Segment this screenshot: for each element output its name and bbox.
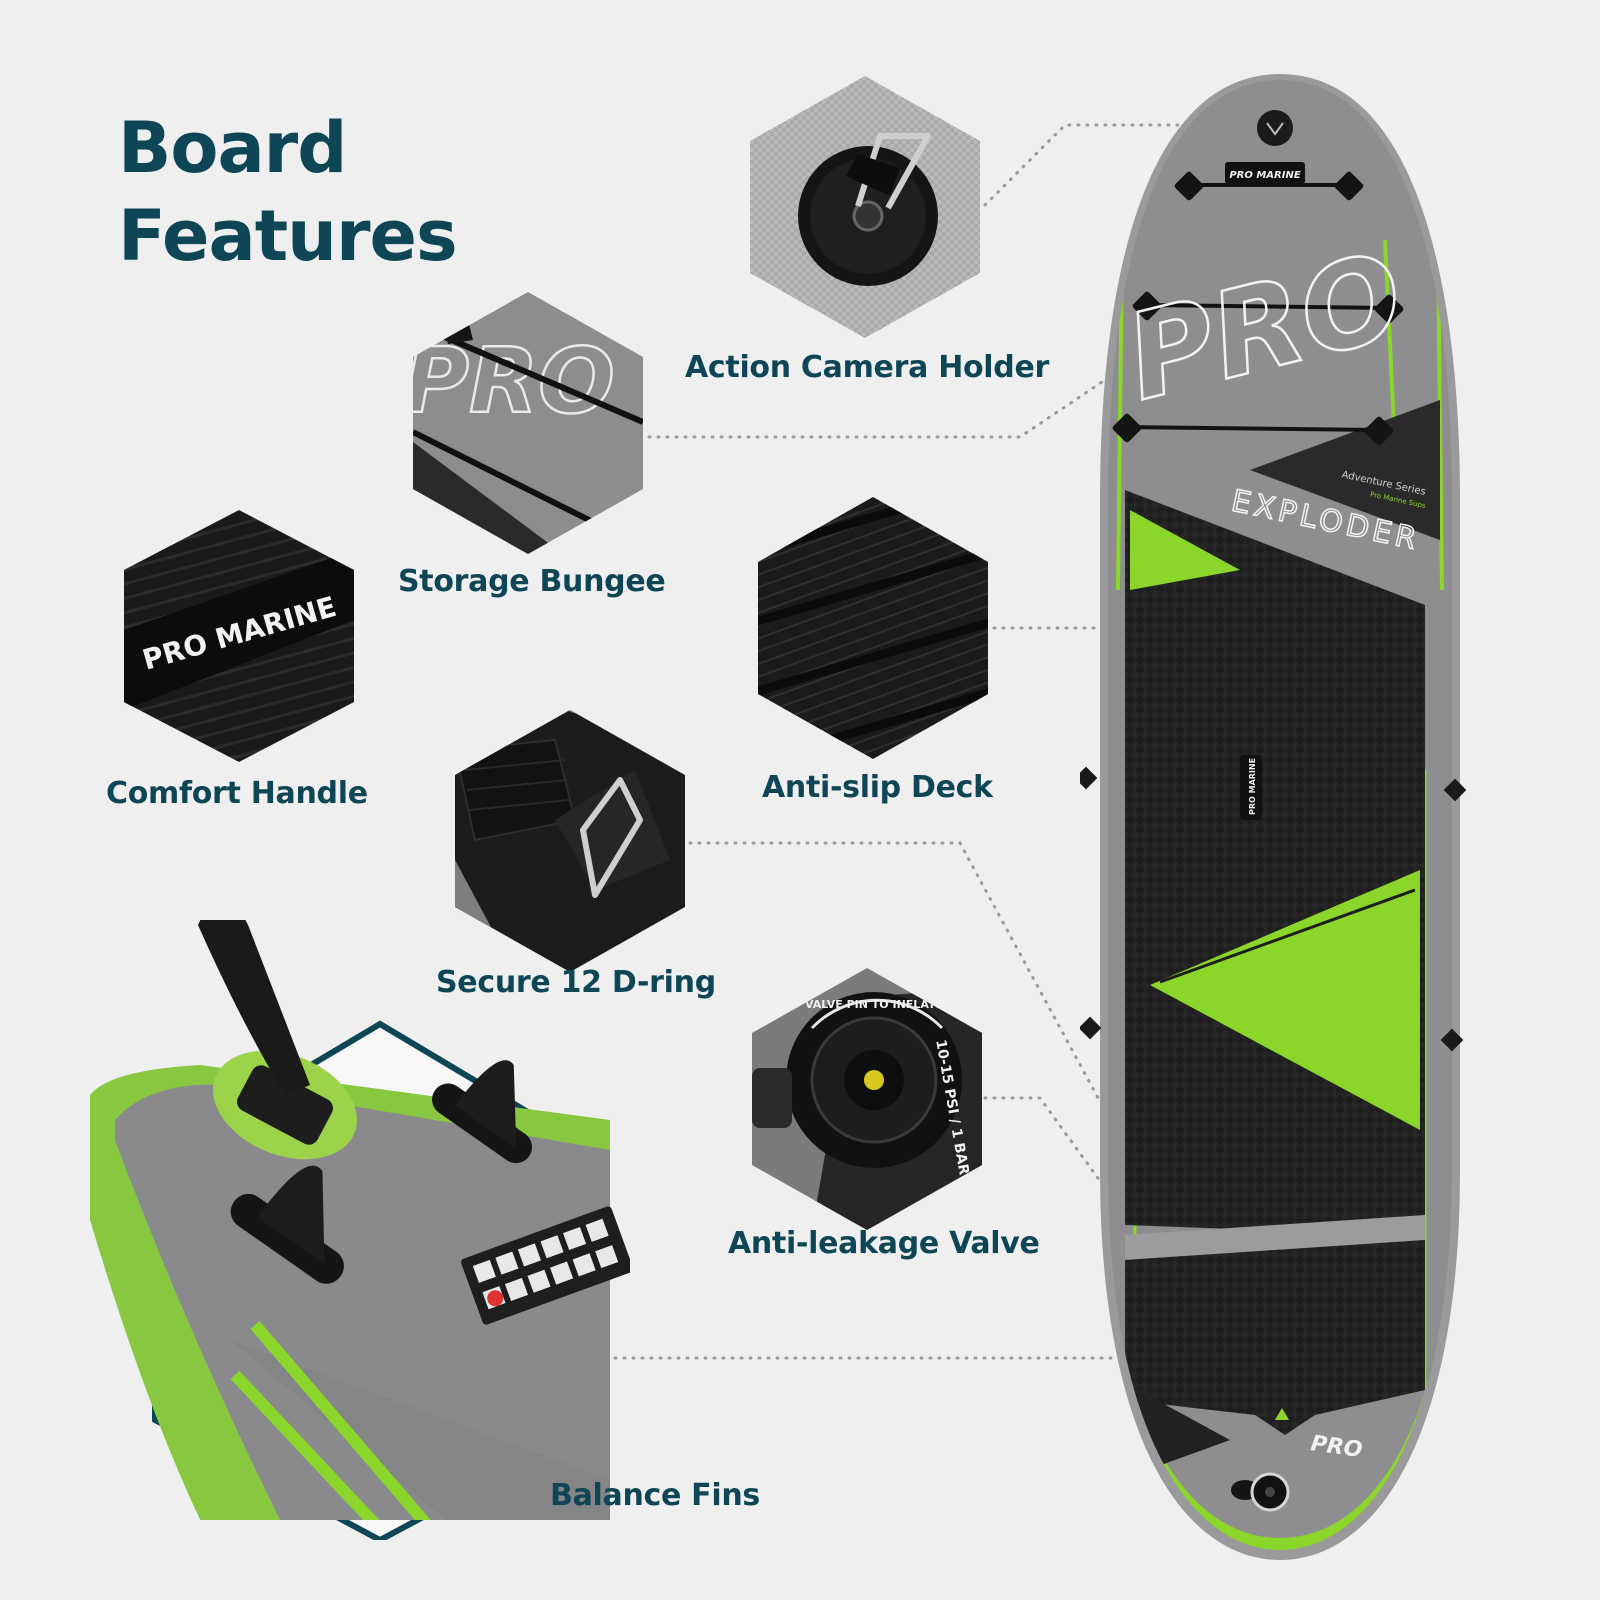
storage-bungee-label: Storage Bungee — [398, 564, 666, 599]
title-line-1: Board — [118, 107, 347, 189]
action-camera-holder-image — [750, 76, 980, 338]
anti-leakage-valve-label: Anti-leakage Valve — [728, 1226, 1040, 1261]
action-camera-holder-label: Action Camera Holder — [685, 350, 1050, 385]
balance-fins-image — [90, 920, 630, 1540]
board-handle-patch: PRO MARINE — [1248, 758, 1257, 815]
anti-slip-deck-label: Anti-slip Deck — [762, 770, 993, 805]
d-ring-label: Secure 12 D-ring — [436, 965, 716, 1000]
paddle-board: PRO MARINE PRO Adventure Series Pro Mari… — [1074, 70, 1480, 1574]
d-ring-image — [455, 710, 685, 972]
comfort-handle-image: PRO MARINE — [124, 510, 354, 762]
svg-text:PRO: PRO — [413, 329, 615, 434]
anti-slip-deck-image — [758, 497, 988, 759]
title-line-2: Features — [118, 195, 458, 277]
anti-leakage-valve-image: VALVE PIN TO INFLATE 10-15 PSI / 1 BAR — [752, 968, 982, 1230]
storage-bungee-image: PRO — [413, 292, 643, 554]
board-brand-patch: PRO MARINE — [1229, 170, 1300, 181]
valve-ring-top-text: VALVE PIN TO INFLATE — [805, 998, 943, 1011]
page-title: Board Features — [118, 104, 458, 280]
comfort-handle-label: Comfort Handle — [106, 776, 368, 811]
balance-fins-label: Balance Fins — [550, 1478, 760, 1513]
